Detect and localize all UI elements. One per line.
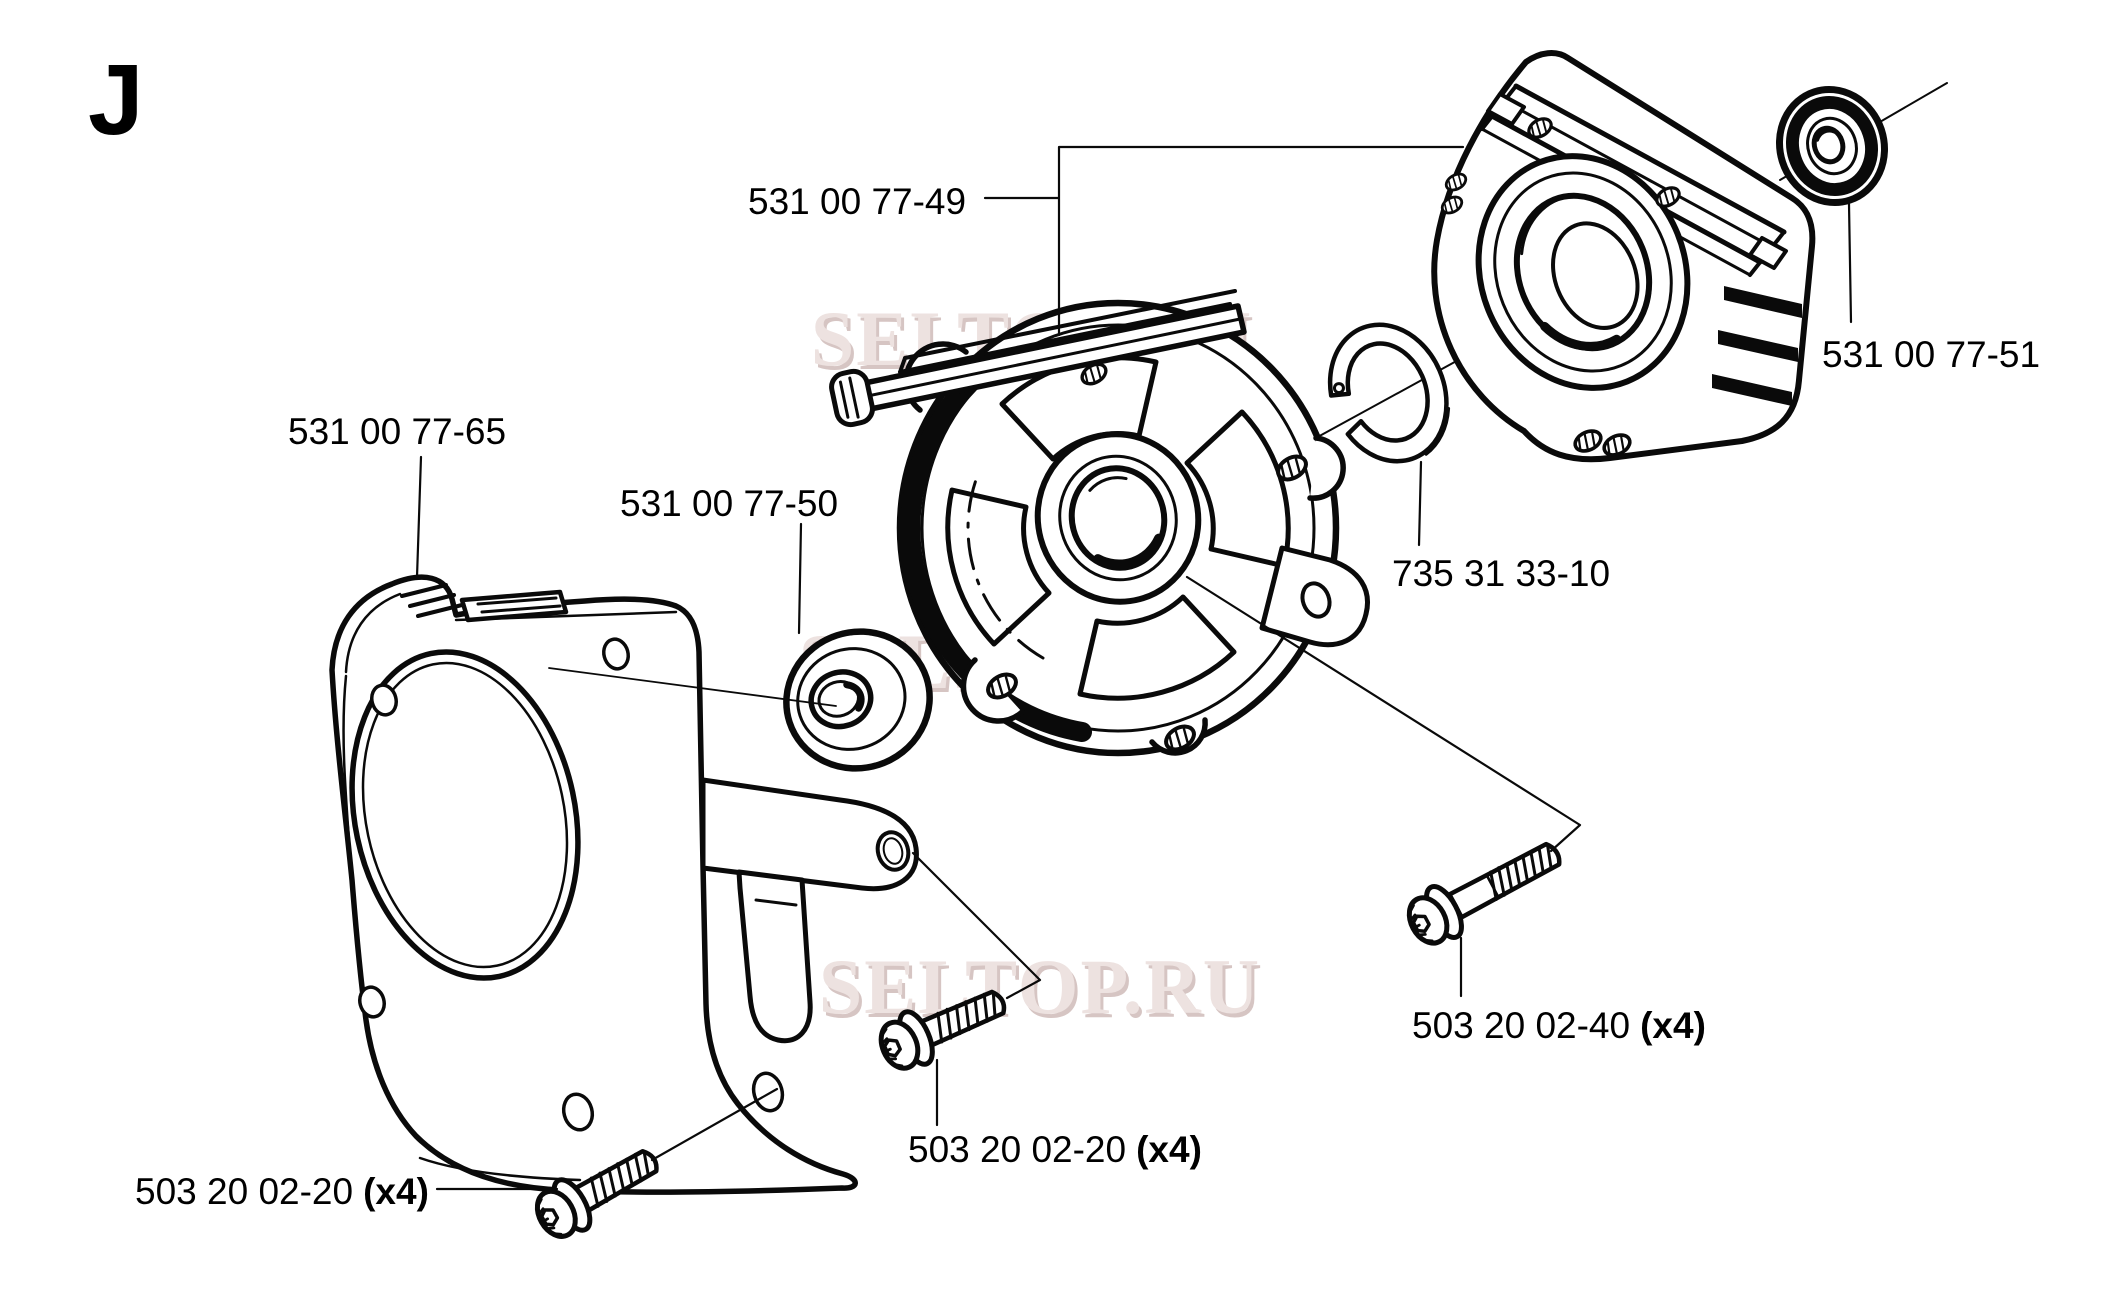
label-screw-center: 503 20 02-20(x4) <box>908 1129 1202 1170</box>
watermark-text: SELTOP.RU <box>819 943 1261 1030</box>
label-screw-long: 503 20 02-40(x4) <box>1412 1005 1706 1046</box>
label-screw-center-qty: (x4) <box>1136 1129 1202 1170</box>
label-screw-long-qty: (x4) <box>1640 1005 1706 1046</box>
lock-ring-drawing <box>1327 322 1451 464</box>
label-crankcase-assembly: 531 00 77-49 <box>748 181 966 222</box>
cover-plate-drawing <box>329 574 919 1195</box>
label-oil-seal: 531 00 77-51 <box>1822 334 2040 375</box>
section-letter: J <box>88 44 144 156</box>
crankcase-left-drawing <box>829 289 1370 757</box>
label-cover-plate: 531 00 77-65 <box>288 411 506 452</box>
label-screw-long-number: 503 20 02-40 <box>1412 1005 1630 1046</box>
label-screw-left-number: 503 20 02-20 <box>135 1171 353 1212</box>
label-bearing: 531 00 77-50 <box>620 483 838 524</box>
leader-lines <box>415 145 1853 1191</box>
label-lock-ring: 735 31 33-10 <box>1392 553 1610 594</box>
label-screw-center-number: 503 20 02-20 <box>908 1129 1126 1170</box>
label-screw-left-qty: (x4) <box>363 1171 429 1212</box>
watermark-bottom: SELTOP.RU SELTOP.RU <box>819 943 1264 1034</box>
bearing-drawing <box>783 628 933 772</box>
label-screw-left: 503 20 02-20(x4) <box>135 1171 429 1212</box>
clamp-bracket-drawing <box>829 289 1247 428</box>
crankcase-right-drawing <box>1431 50 1816 463</box>
screw-long-drawing <box>1400 827 1570 953</box>
oil-seal-drawing <box>1776 85 1888 207</box>
plate-screw-holes <box>358 637 785 1132</box>
watermark-text-shadow: SELTOP.RU <box>822 947 1264 1034</box>
